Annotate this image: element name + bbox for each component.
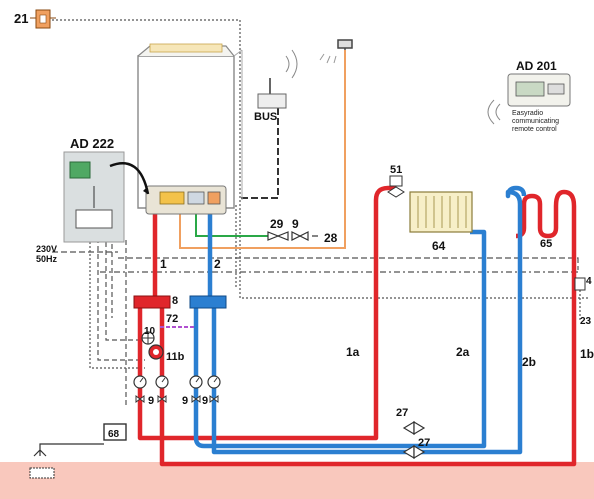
label-ref-27-top: 27 (396, 407, 408, 419)
label-ref-23: 23 (580, 316, 592, 327)
label-ref-2a: 2a (456, 345, 470, 359)
remote-control-ad201 (487, 73, 571, 125)
label-ref-28: 28 (324, 231, 338, 245)
thermostatic-valve-51 (387, 175, 405, 198)
label-ref-68: 68 (108, 429, 120, 440)
ad222-module (63, 151, 150, 243)
label-ref-29: 29 (270, 217, 284, 231)
circulator-pump-11b (148, 344, 164, 360)
gauge-needles (139, 377, 218, 383)
label-ref-4: 4 (586, 276, 592, 287)
label-ref-2: 2 (214, 257, 221, 271)
control-wiring (52, 19, 590, 408)
label-remote-3: remote control (512, 126, 557, 133)
dhw-pipe (179, 50, 346, 249)
mixing-valve-10 (141, 331, 155, 345)
label-remote-1: Easyradio (512, 110, 543, 117)
label-ref-27-bottom: 27 (418, 437, 430, 449)
boiler (137, 43, 243, 215)
label-ref-11b: 11b (166, 351, 185, 363)
label-ref-1b: 1b (580, 347, 594, 361)
cold-water-pipe (195, 214, 268, 237)
gauges (133, 375, 221, 389)
shower-head (319, 39, 353, 64)
label-ad222: AD 222 (70, 136, 114, 151)
balancing-valves-27 (402, 420, 426, 460)
condensate-neutraliser-68 (29, 423, 127, 479)
label-ref-2b: 2b (522, 355, 536, 369)
return-pipes (193, 185, 527, 455)
label-ref-9-b: 9 (182, 395, 188, 407)
label-ref-9-valve: 9 (292, 217, 299, 231)
label-ref-1: 1 (160, 257, 167, 271)
label-power-2: 50Hz (36, 254, 58, 264)
return-manifold (189, 295, 227, 309)
label-ref-64: 64 (432, 239, 446, 253)
bus-module (257, 49, 298, 109)
outdoor-sensor-21 (30, 9, 56, 29)
label-ref-10: 10 (144, 326, 156, 337)
inlet-valve-group (267, 231, 318, 241)
label-ref-9-c: 9 (202, 395, 208, 407)
label-ref-1a: 1a (346, 345, 360, 359)
isolation-valves (135, 395, 219, 403)
label-power-1: 230V (36, 244, 57, 254)
label-bus: BUS (254, 111, 277, 123)
flow-manifold (133, 295, 171, 309)
label-ref-21: 21 (14, 11, 28, 26)
label-ad201: AD 201 (516, 59, 557, 73)
flow-pipes (137, 185, 577, 467)
label-ref-65: 65 (540, 238, 552, 250)
room-sensor-4 (574, 277, 586, 291)
label-ref-51: 51 (390, 164, 402, 176)
radiator-64 (409, 191, 473, 233)
label-ref-8: 8 (172, 295, 178, 307)
label-ref-9-a: 9 (148, 395, 154, 407)
floor-band (0, 462, 594, 499)
label-remote-2: communicating (512, 118, 559, 125)
label-ref-72: 72 (166, 313, 178, 325)
text-labels: 21 AD 222 BUS AD 201 Easyradio communica… (14, 11, 594, 449)
